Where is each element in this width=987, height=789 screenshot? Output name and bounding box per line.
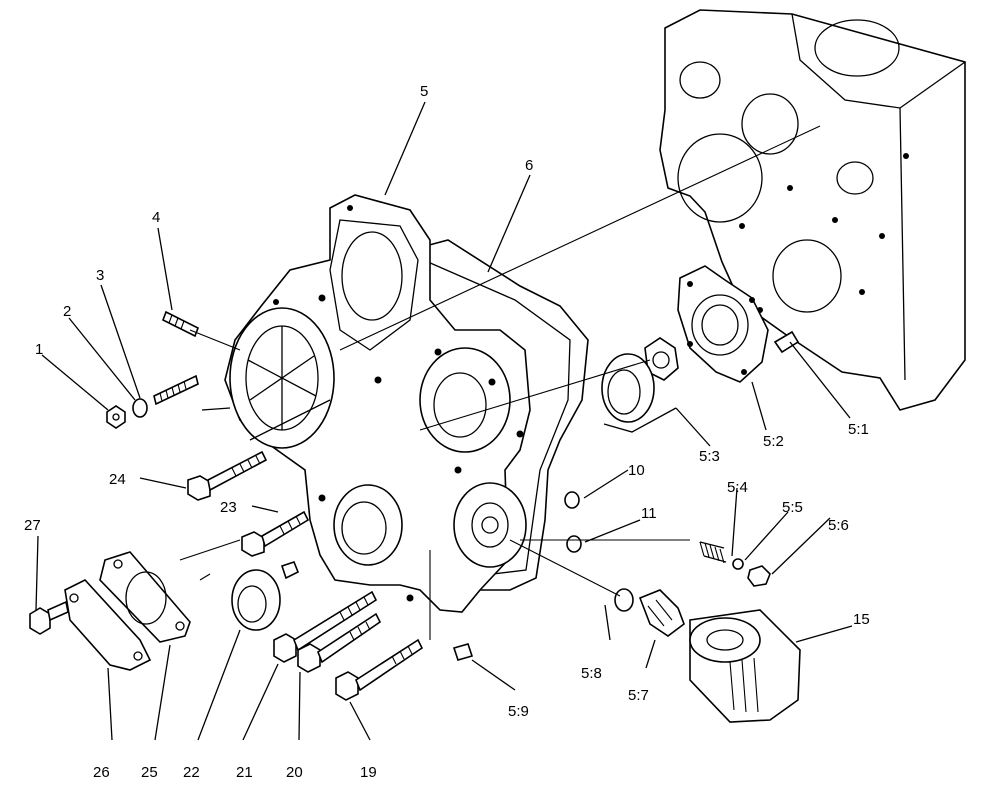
callout-5-5: 5:5 [782,499,803,516]
spring-5-4 [699,541,727,564]
callout-4: 4 [152,209,160,226]
callout-22: 22 [183,764,200,781]
callout-26: 26 [93,764,110,781]
callout-5-4: 5:4 [727,479,748,496]
callout-2: 2 [63,303,71,320]
screw-5-1 [773,330,800,354]
callout-labels: 1 2 3 4 5 6 5:1 5:2 5:3 5:4 5:5 5:6 5:7 … [24,83,870,781]
pump-outer-rotor [601,353,655,423]
bolt-23 [241,510,310,557]
callout-25: 25 [141,764,158,781]
washer-2 [132,398,148,418]
callout-5: 5 [420,83,428,100]
oring-10 [564,491,580,509]
stud-4 [161,310,200,338]
stud-3 [153,374,199,406]
callout-5-6: 5:6 [828,517,849,534]
plug-5-6 [747,565,771,587]
callout-19: 19 [360,764,377,781]
timing-cover [224,194,531,613]
callout-24: 24 [109,471,126,488]
bolt-27 [29,600,69,635]
bolt-24 [187,450,268,501]
callout-5-7: 5:7 [628,687,649,704]
sender-5-7 [638,589,685,637]
leader-lines [35,101,853,741]
callout-21: 21 [236,764,253,781]
nut-1 [106,405,126,429]
callout-6: 6 [525,157,533,174]
gasket-25 [99,551,191,643]
plug-5-9 [452,643,474,661]
washer-5-8 [614,588,634,612]
callout-1: 1 [35,341,43,358]
callout-15: 15 [853,611,870,628]
cover-plate-26 [64,579,152,671]
bolt-20 [297,612,382,673]
callout-5-2: 5:2 [763,433,784,450]
callout-11: 11 [641,505,657,522]
oring-11 [566,535,582,553]
callout-3: 3 [96,267,104,284]
callout-5-8: 5:8 [581,665,602,682]
callout-23: 23 [220,499,237,516]
callout-10: 10 [628,462,645,479]
oil-filter-15 [689,609,801,723]
callout-5-1: 5:1 [848,421,869,438]
callout-5-9: 5:9 [508,703,529,720]
seal-22 [231,569,281,631]
ball-5-5 [732,558,744,570]
bolt-19 [335,638,424,701]
callout-27: 27 [24,517,41,534]
engine-block [659,9,966,411]
oil-pump-cover [677,265,769,383]
callout-20: 20 [286,764,303,781]
bolt-21 [273,590,378,663]
callout-5-3: 5:3 [699,448,720,465]
plug-small [280,561,300,580]
